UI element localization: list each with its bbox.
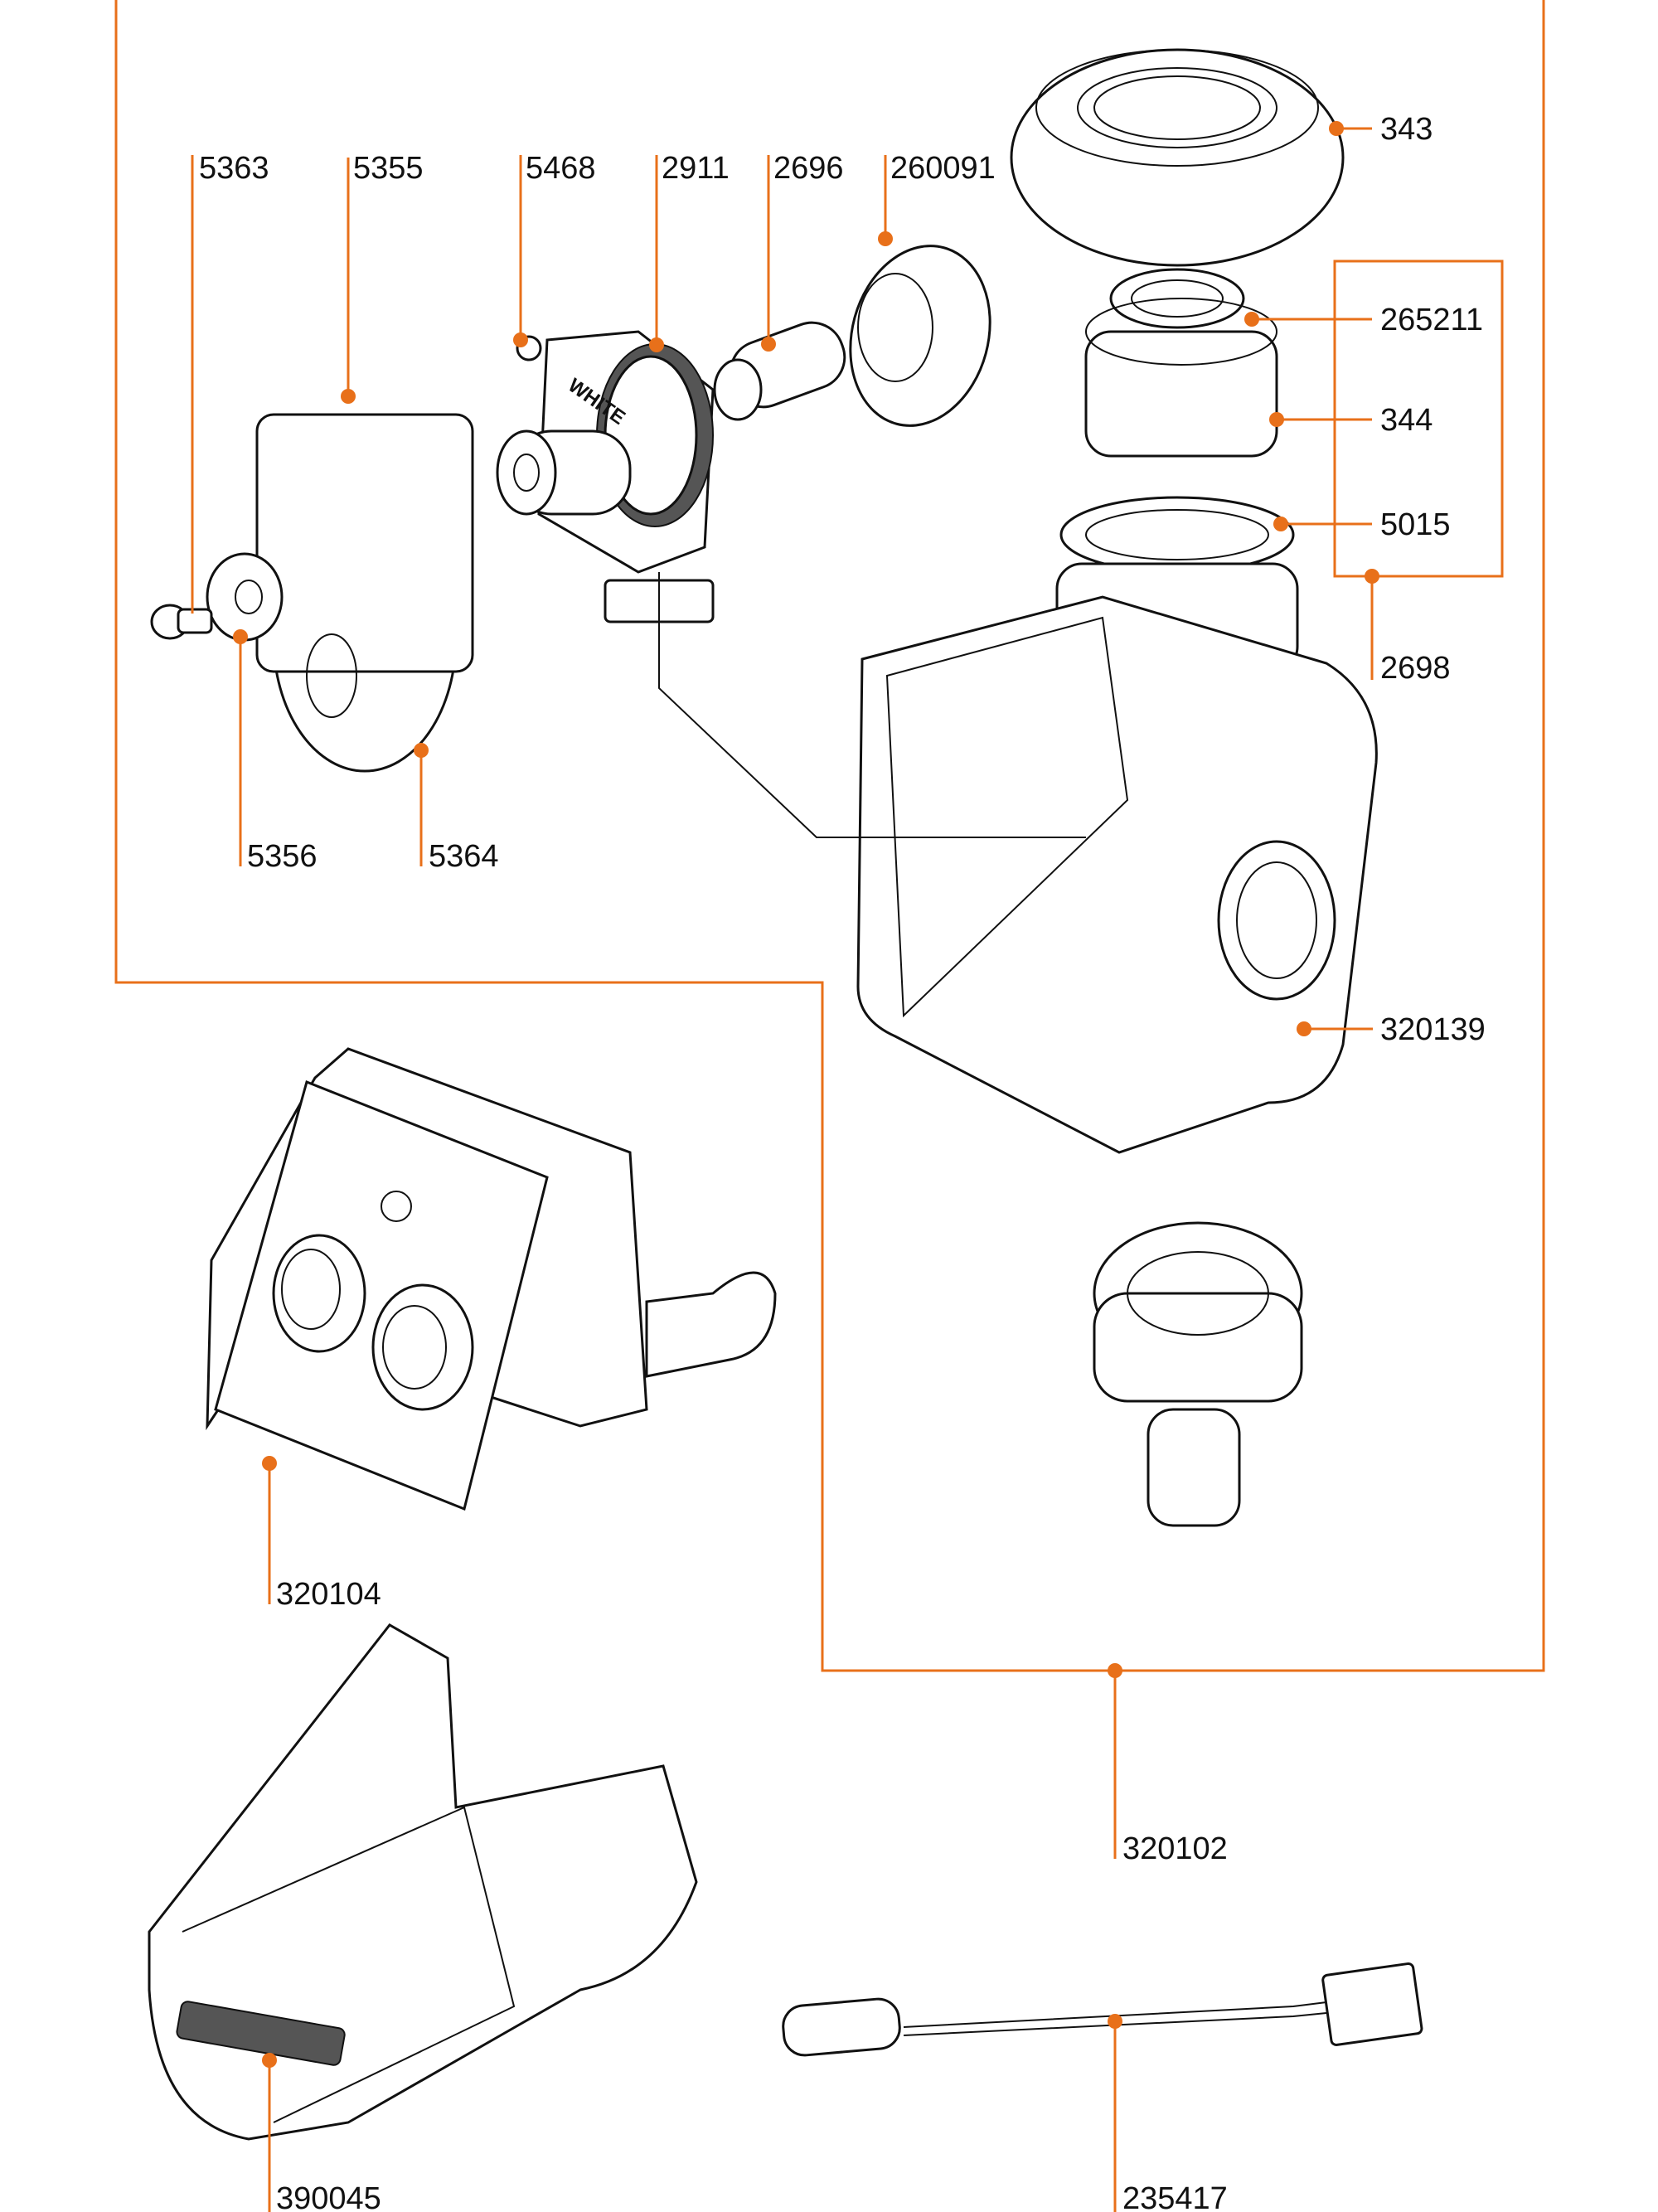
callout-344[interactable]: 344 <box>1269 403 1433 438</box>
part-390045-shell <box>148 1623 698 2141</box>
callout-265211[interactable]: 265211 <box>1244 303 1483 337</box>
callout-235417[interactable]: 235417 <box>1108 2014 1228 2212</box>
callout-260091[interactable]: 260091 <box>878 151 996 246</box>
callout-5355[interactable]: 5355 <box>341 151 424 404</box>
svg-text:5364: 5364 <box>429 839 499 874</box>
callout-5356[interactable]: 5356 <box>233 629 318 874</box>
svg-text:5015: 5015 <box>1380 507 1451 542</box>
part-320102-adapter <box>1093 1221 1303 1527</box>
callout-5015[interactable]: 5015 <box>1273 507 1451 542</box>
svg-text:5468: 5468 <box>526 151 596 186</box>
svg-text:260091: 260091 <box>890 151 996 186</box>
svg-text:235417: 235417 <box>1122 2181 1228 2212</box>
svg-text:2698: 2698 <box>1380 651 1451 686</box>
part-343-nut <box>1010 48 1345 267</box>
callout-2698[interactable]: 2698 <box>1365 569 1451 686</box>
part-5356-washer <box>206 552 284 642</box>
svg-text:390045: 390045 <box>276 2181 381 2212</box>
callout-390045[interactable]: 390045 <box>262 2053 381 2212</box>
part-5355-5364-coil <box>255 413 715 773</box>
callout-320104[interactable]: 320104 <box>262 1456 381 1612</box>
svg-text:5356: 5356 <box>247 839 318 874</box>
svg-text:320104: 320104 <box>276 1577 381 1612</box>
callout-2696[interactable]: 2696 <box>761 151 844 352</box>
group-outline-320102 <box>114 0 1545 1672</box>
svg-text:344: 344 <box>1380 403 1433 438</box>
wire-connection-line <box>658 572 1086 838</box>
part-235417-cable <box>782 1962 1423 2057</box>
part-2911-valve: WHITE <box>496 330 715 574</box>
part-260091-diaphragm <box>849 245 991 427</box>
part-2696-plunger <box>713 321 846 421</box>
svg-text:343: 343 <box>1380 112 1433 147</box>
part-320139-housing <box>856 595 1378 1154</box>
callout-2911[interactable]: 2911 <box>649 151 730 352</box>
callout-320102[interactable]: 320102 <box>1108 1663 1228 1866</box>
svg-text:265211: 265211 <box>1380 303 1483 337</box>
part-320104-cover <box>206 1047 777 1511</box>
svg-text:320139: 320139 <box>1380 1012 1486 1047</box>
svg-text:5363: 5363 <box>199 151 269 186</box>
svg-text:2911: 2911 <box>662 151 730 186</box>
callout-343[interactable]: 343 <box>1329 112 1433 147</box>
callout-320139[interactable]: 320139 <box>1297 1012 1486 1047</box>
callout-5364[interactable]: 5364 <box>414 743 499 874</box>
svg-text:2696: 2696 <box>773 151 844 186</box>
svg-text:320102: 320102 <box>1122 1831 1228 1866</box>
svg-text:5355: 5355 <box>353 151 424 186</box>
part-5363-screw <box>150 604 213 640</box>
callout-5468[interactable]: 5468 <box>513 151 596 347</box>
callout-5363[interactable]: 5363 <box>191 151 269 614</box>
